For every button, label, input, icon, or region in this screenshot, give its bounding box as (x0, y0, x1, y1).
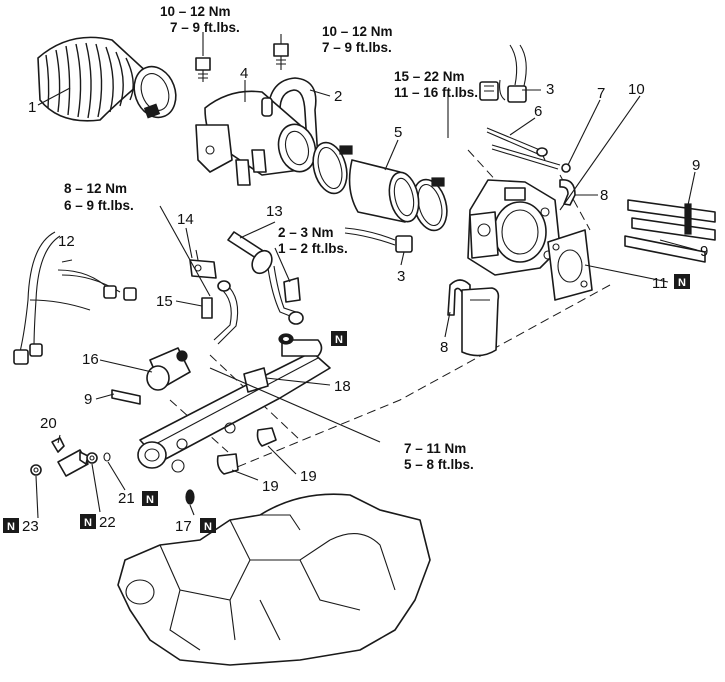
new-part-badge-23: N (3, 518, 19, 533)
new-part-badges: N N N N N N (3, 274, 690, 533)
badge-letter: N (678, 277, 686, 289)
callout-14: 14 (177, 211, 194, 228)
reservoir-canister (461, 287, 500, 357)
hose-clamp-left (312, 141, 353, 195)
torque-nm-5: 2 – 3 Nm (278, 225, 334, 240)
part-6-throttle-cable (486, 127, 548, 161)
callout-3-top: 3 (546, 81, 554, 98)
part-7-accelerator-cable (491, 144, 571, 173)
part-9-coolant-hoses-right (624, 199, 716, 263)
callout-16: 16 (82, 351, 99, 368)
part-10-throttle-body (467, 179, 561, 276)
torque-ftlbs-2: 7 – 9 ft.lbs. (322, 40, 392, 55)
callout-6: 6 (534, 103, 542, 120)
part-19-insulator-right (256, 427, 277, 447)
callout-9-left: 9 (84, 391, 92, 408)
part-15-bolt-and-line (201, 280, 239, 345)
part-14-sensor (189, 249, 217, 279)
torque-nm-4: 8 – 12 Nm (64, 181, 127, 196)
callout-10: 10 (628, 81, 645, 98)
part-3-connector-harness-top (479, 44, 527, 103)
callout-9-right: 9 (700, 243, 708, 260)
badge-letter: N (204, 521, 212, 533)
callout-17: 17 (175, 518, 192, 535)
callout-1: 1 (28, 99, 36, 116)
callout-2: 2 (334, 88, 342, 105)
torque-nm-3: 15 – 22 Nm (394, 69, 465, 84)
callout-7: 7 (597, 85, 605, 102)
new-part-badge-o-ring: N (278, 331, 347, 346)
callout-20: 20 (40, 415, 57, 432)
part-9-short-hose (111, 389, 141, 405)
torque-spec-2: 10 – 12 Nm 7 – 9 ft.lbs. (322, 24, 393, 55)
callout-8-lower: 8 (440, 339, 448, 356)
part-22-grommet (86, 452, 98, 464)
callout-19-right: 19 (300, 468, 317, 485)
part-1-air-intake-bellows (37, 36, 177, 122)
part-21-o-ring (103, 452, 111, 462)
callout-22: 22 (99, 514, 116, 531)
callout-3-bottom: 3 (397, 268, 405, 285)
part-3-connector-lower (344, 227, 413, 253)
engine-block-outline (117, 493, 431, 666)
part-20-fuel-injector (51, 437, 89, 477)
torque-ftlbs-6: 5 – 8 ft.lbs. (404, 457, 474, 472)
part-4-air-intake-pipe (195, 90, 317, 186)
new-part-badge-22: N (80, 514, 96, 529)
torque-spec-5: 2 – 3 Nm 1 – 2 ft.lbs. (278, 225, 348, 256)
torque-ftlbs-1: 7 – 9 ft.lbs. (170, 20, 240, 35)
callout-12: 12 (58, 233, 75, 250)
callout-9-top-right: 9 (692, 157, 700, 174)
torque-nm-1: 10 – 12 Nm (160, 4, 231, 19)
mounting-bolt-top-middle (273, 43, 289, 70)
leader-lines (35, 32, 698, 519)
new-part-badge-17: N (200, 518, 216, 533)
part-16-fuel-pressure-regulator (146, 347, 191, 391)
callout-4: 4 (240, 65, 248, 82)
mounting-bolt-top-left (195, 57, 211, 82)
callout-21: 21 (118, 490, 135, 507)
callout-19-left: 19 (262, 478, 279, 495)
callout-13: 13 (266, 203, 283, 220)
part-12-injector-wiring-harness (13, 231, 137, 365)
torque-spec-6: 7 – 11 Nm 5 – 8 ft.lbs. (404, 441, 474, 472)
torque-spec-3: 15 – 22 Nm 11 – 16 ft.lbs. (394, 69, 478, 100)
torque-spec-4: 8 – 12 Nm 6 – 9 ft.lbs. (64, 181, 134, 213)
callout-5: 5 (394, 124, 402, 141)
new-part-badge-21: N (142, 491, 158, 506)
badge-letter: N (84, 517, 92, 529)
badge-letter: N (335, 334, 343, 346)
badge-letter: N (7, 521, 15, 533)
callout-numbers: 1 2 3 3 4 5 6 7 8 8 9 9 9 10 11 12 13 14… (22, 65, 708, 535)
torque-ftlbs-4: 6 – 9 ft.lbs. (64, 198, 134, 213)
torque-ftlbs-3: 11 – 16 ft.lbs. (394, 85, 478, 100)
torque-nm-2: 10 – 12 Nm (322, 24, 393, 39)
torque-spec-1: 10 – 12 Nm 7 – 9 ft.lbs. (160, 4, 240, 35)
callout-8-right: 8 (600, 187, 608, 204)
part-5-rubber-sleeve (348, 159, 420, 223)
torque-nm-6: 7 – 11 Nm (404, 441, 466, 456)
part-11-throttle-body-gasket (547, 229, 593, 301)
badge-letter: N (146, 494, 154, 506)
torque-ftlbs-5: 1 – 2 ft.lbs. (278, 241, 348, 256)
callout-23: 23 (22, 518, 39, 535)
part-23-washer (30, 464, 42, 476)
callout-11: 11 (652, 275, 668, 292)
new-part-badge-11: N (674, 274, 690, 289)
callout-18: 18 (334, 378, 351, 395)
part-19-insulator-left (216, 453, 239, 475)
part-13-fuel-return-line (227, 231, 304, 325)
part-17-o-ring (185, 489, 195, 505)
callout-15: 15 (156, 293, 173, 310)
